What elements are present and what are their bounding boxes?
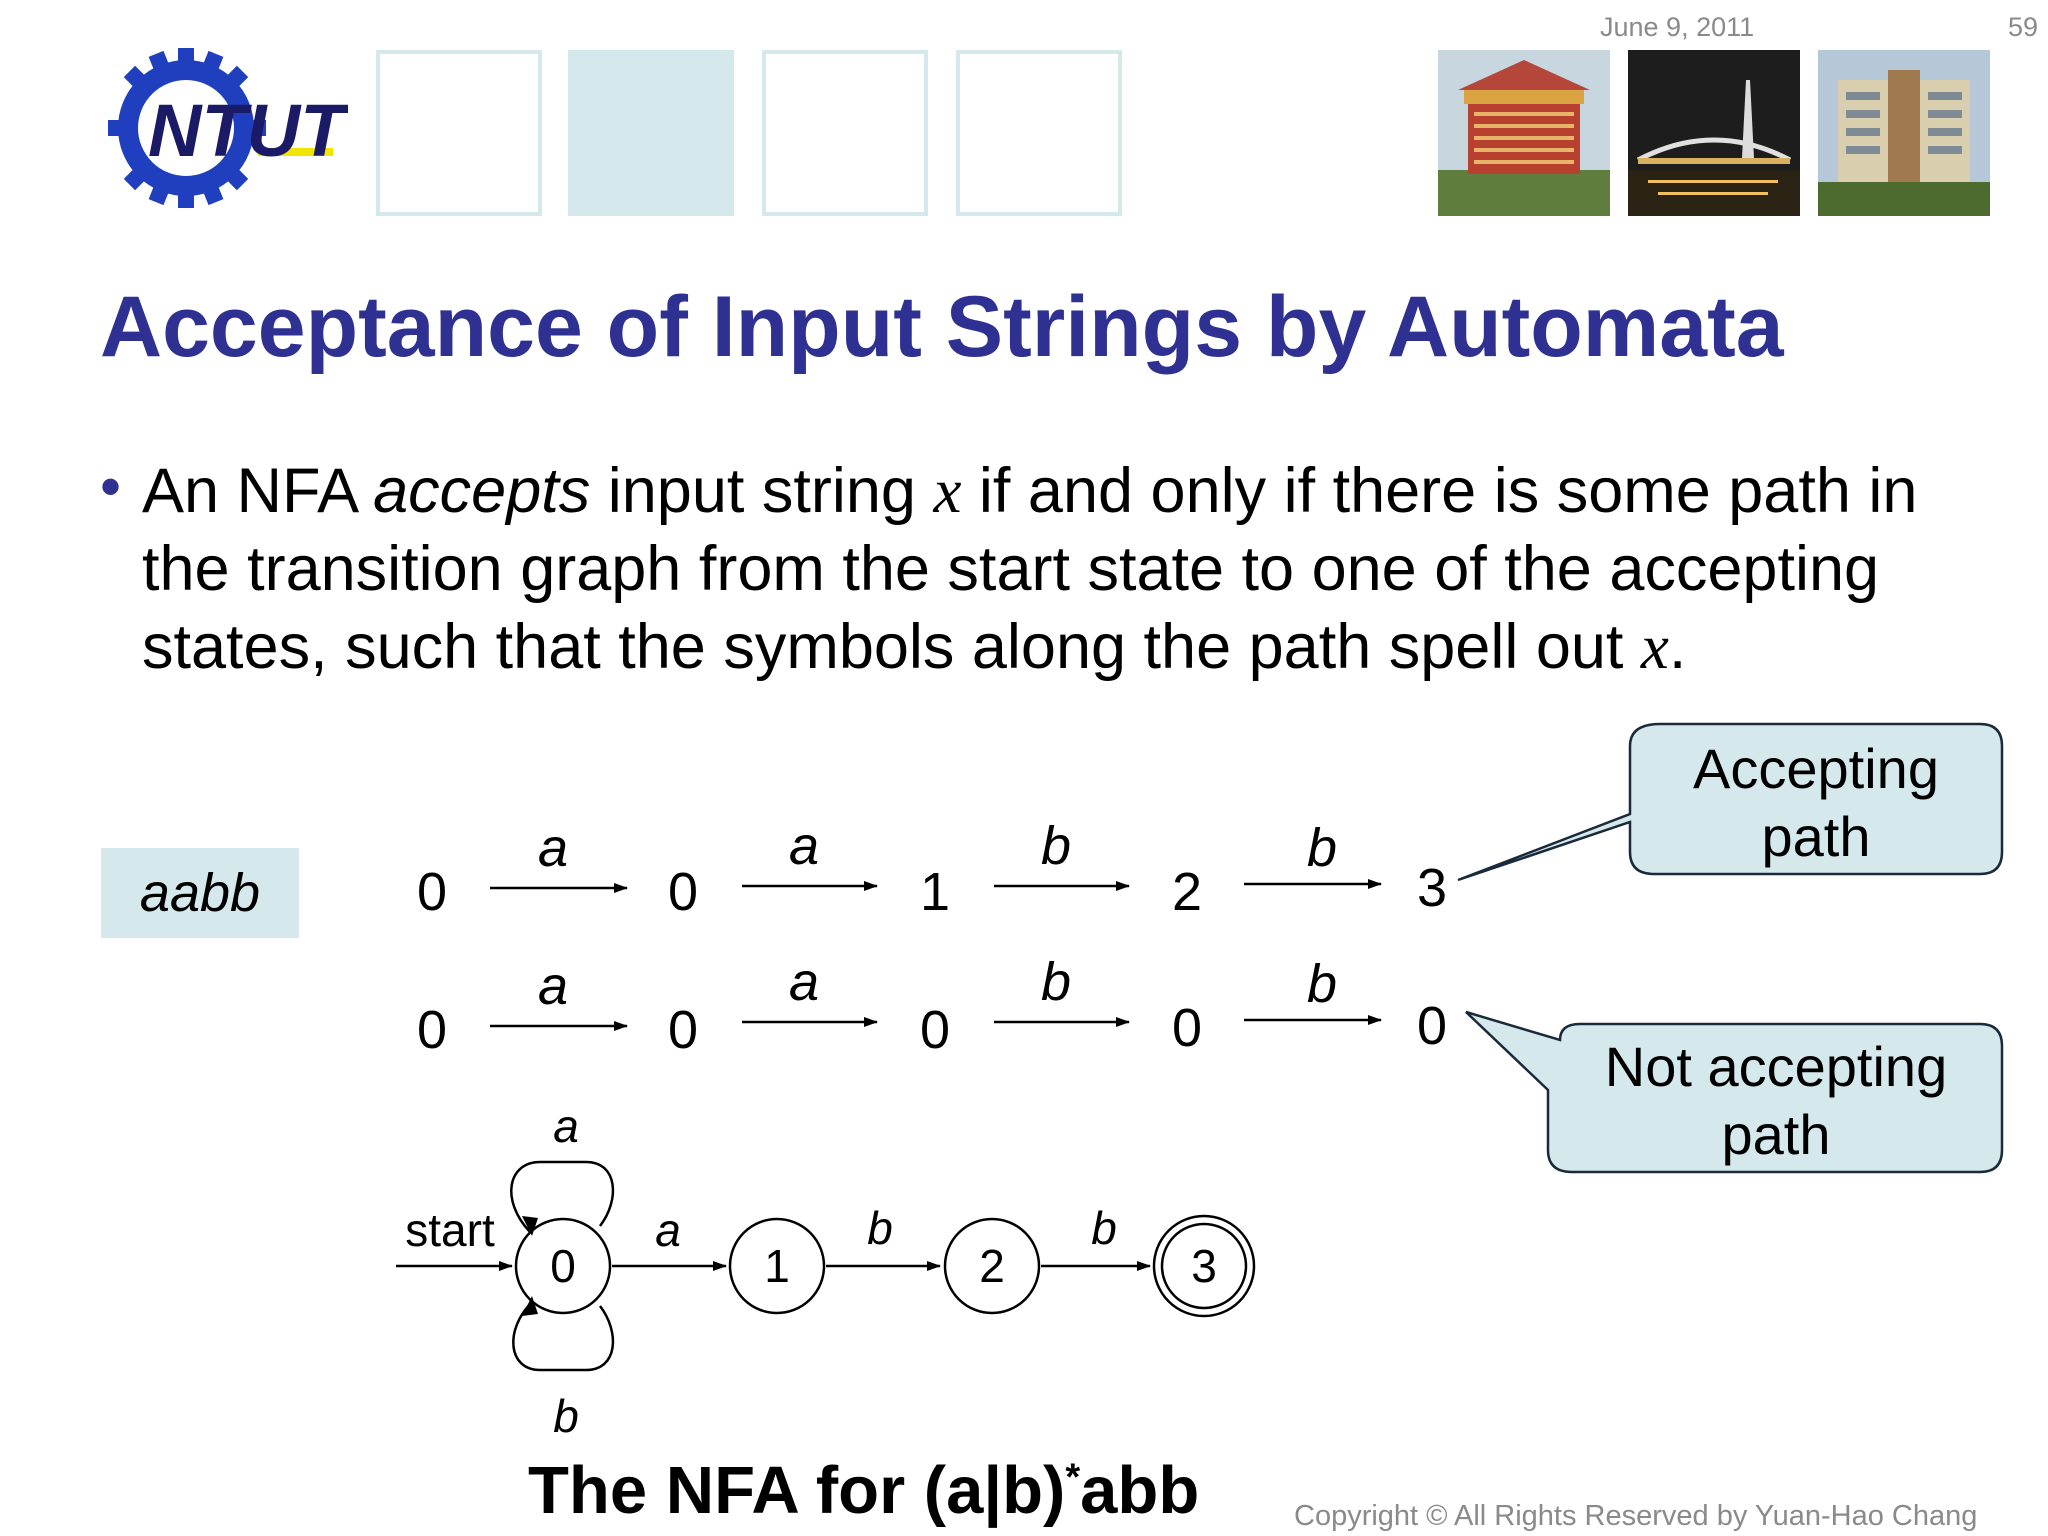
svg-text:1: 1: [764, 1240, 790, 1292]
path-symbol: b: [1041, 952, 1071, 1012]
logo-lettering: NTUT: [148, 89, 348, 172]
nfa-state-0: [514, 1217, 612, 1315]
svg-text:2: 2: [979, 1240, 1005, 1292]
input-string-box: aabb: [101, 848, 299, 938]
photo-campus-building: [1818, 50, 1990, 216]
self-loop-bottom: [512, 1301, 615, 1372]
callout-not-accepting-line1: Not accepting: [1605, 1035, 1947, 1098]
path-state: 0: [417, 1000, 447, 1060]
photo-bridge-night: [1628, 50, 1800, 216]
path-symbol: a: [538, 956, 568, 1016]
page-number: 59: [2007, 12, 2038, 42]
diagram-caption: The NFA for (a|b)*abb: [528, 1453, 1200, 1528]
copyright-notice: Copyright © All Rights Reserved by Yuan-…: [1294, 1500, 1978, 1532]
callout-not-accepting-line2: path: [1722, 1103, 1831, 1166]
callout-accepting-line1: Accepting: [1693, 737, 1939, 800]
svg-text:3: 3: [1191, 1240, 1217, 1292]
path-symbol: a: [538, 818, 568, 878]
nfa-edge-label: b: [1091, 1202, 1117, 1254]
path-state: 1: [920, 862, 950, 922]
path-state: 3: [1417, 858, 1447, 918]
callout-accepting-line2: path: [1762, 805, 1871, 868]
slide-date: June 9, 2011: [1600, 12, 1755, 42]
input-string: aabb: [139, 863, 261, 923]
nfa-edge-label: a: [655, 1204, 681, 1256]
path-symbol: b: [1307, 954, 1337, 1014]
path-symbol: b: [1307, 818, 1337, 878]
path-state: 2: [1172, 862, 1202, 922]
nfa-state-1: [728, 1217, 826, 1315]
path-symbol: a: [789, 952, 819, 1012]
start-label: start: [405, 1204, 495, 1256]
path-state: 0: [1172, 998, 1202, 1058]
self-loop-top-label: a: [553, 1100, 579, 1152]
bullet-text: An NFA accepts input string x if and onl…: [142, 456, 1918, 682]
nfa-graph: start 0 a b a 1 b 2 b 3: [396, 1100, 1256, 1442]
self-loop-top: [510, 1160, 615, 1233]
path-state: 0: [668, 1000, 698, 1060]
nfa-edge-label: b: [867, 1202, 893, 1254]
svg-text:0: 0: [550, 1240, 576, 1292]
decor-square: [376, 50, 542, 216]
nfa-state-2: [943, 1217, 1041, 1315]
path-state: 0: [417, 862, 447, 922]
bullet-point: • An NFA accepts input string x if and o…: [100, 452, 2020, 686]
accepting-path-row: 0 0 1 2 3 a a b b: [417, 816, 1447, 922]
self-loop-bottom-label: b: [553, 1390, 579, 1442]
bullet-dot: •: [100, 453, 122, 520]
decor-square: [762, 50, 928, 216]
nfa-state-3-accepting: [1152, 1214, 1256, 1318]
callout-not-accepting: Not accepting path: [1465, 1010, 2004, 1174]
path-state: 0: [920, 1000, 950, 1060]
variable-x: x: [933, 456, 962, 526]
callout-accepting: Accepting path: [1457, 722, 2004, 882]
path-symbol: a: [789, 816, 819, 876]
decor-square: [956, 50, 1122, 216]
variable-x: x: [1640, 612, 1669, 682]
not-accepting-path-row: 0 0 0 0 0 a a b b: [417, 952, 1447, 1060]
slide-title: Acceptance of Input Strings by Automata: [100, 279, 1784, 375]
university-logo: NTUT: [108, 48, 348, 208]
emphasis-accepts: accepts: [373, 456, 591, 526]
photo-grand-hotel: [1438, 50, 1610, 216]
path-state: 0: [668, 862, 698, 922]
path-state: 0: [1417, 996, 1447, 1056]
path-symbol: b: [1041, 816, 1071, 876]
decor-square: [568, 50, 734, 216]
